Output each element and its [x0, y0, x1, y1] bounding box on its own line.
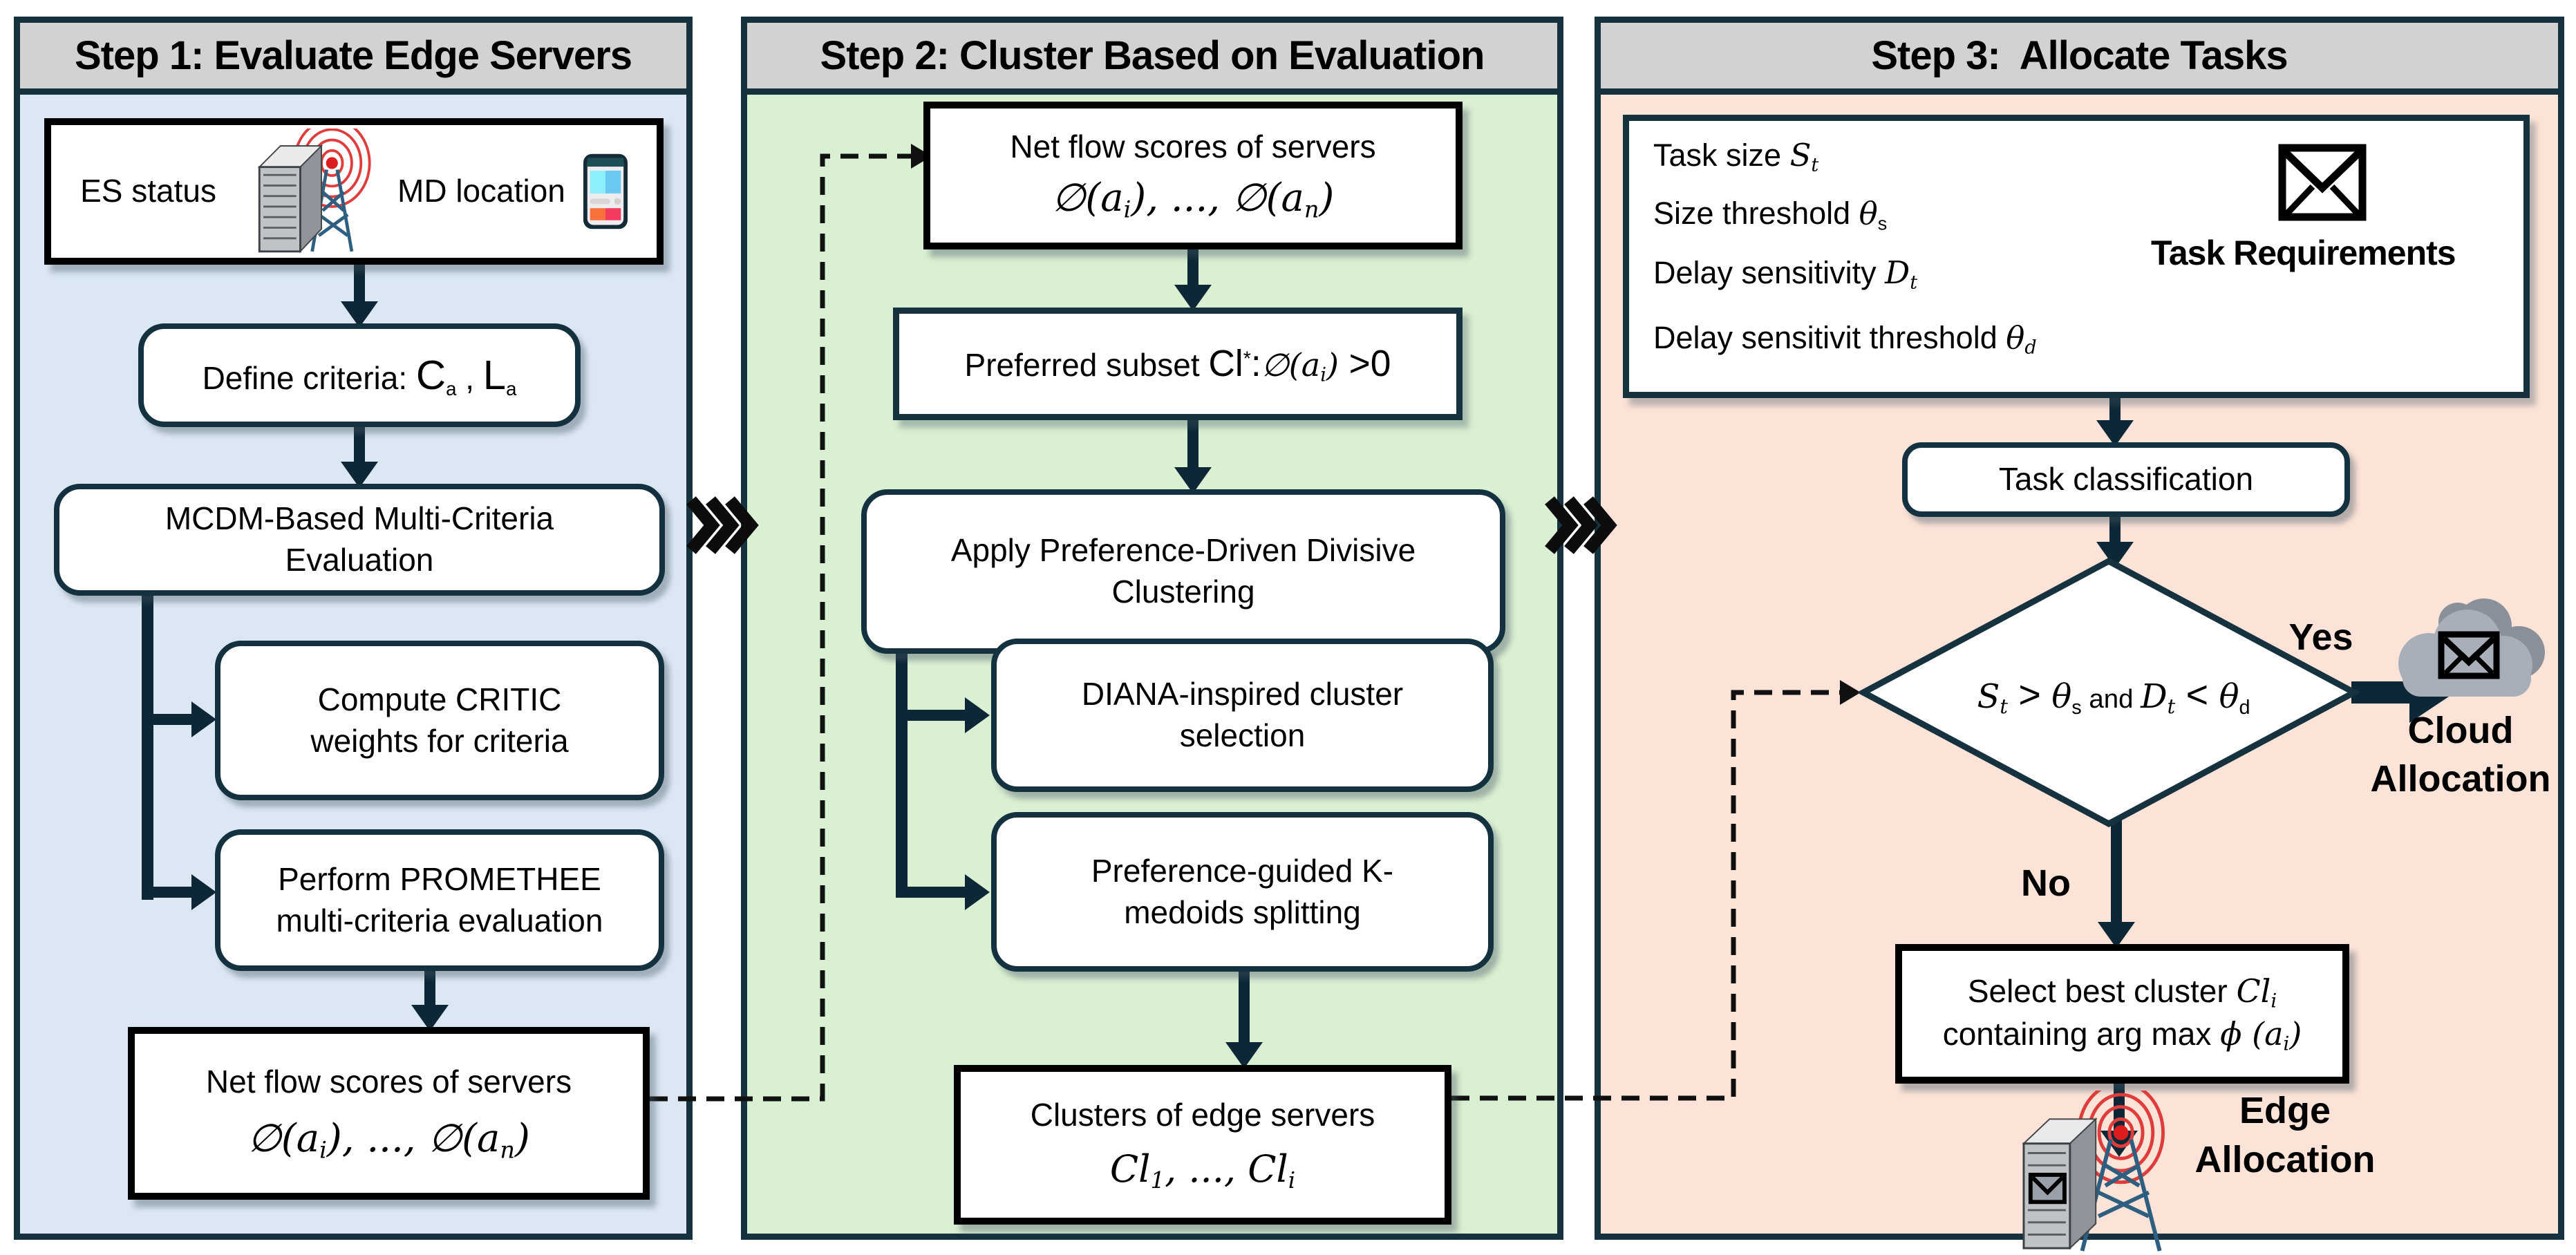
netflow-formula: ∅(ai), ..., ∅(an): [1051, 176, 1335, 223]
mcdm-evaluation-box: MCDM-Based Multi-Criteria Evaluation: [54, 484, 665, 596]
clusters-box: Clusters of edge servers Cl1, ..., Cli: [954, 1065, 1451, 1225]
dashed-connector: [650, 153, 1840, 1102]
task-requirement-line: Delay sensitivity Dt: [1653, 254, 1918, 294]
yes-label: Yes: [2288, 616, 2353, 658]
decision-diamond: [1858, 557, 2360, 828]
es-status-label: ES status: [80, 173, 216, 209]
step2-header: Step 2: Cluster Based on Evaluation: [747, 23, 1557, 95]
preferred-subset-box: Preferred subset Cl*:∅(ai) >0: [893, 308, 1463, 420]
critic-weights-box: Compute CRITIC weights for criteria: [215, 641, 664, 800]
netflow-scores-box-step1: Net flow scores of servers ∅(ai), ..., ∅…: [128, 1027, 650, 1200]
preferred-subset-text: Preferred subset Cl*:∅(ai) >0: [964, 343, 1391, 386]
smartphone-icon: [583, 153, 628, 229]
task-requirements-box: [1623, 115, 2530, 398]
dashed-arrowhead: [911, 144, 1861, 705]
diana-selection-box: DIANA-inspired cluster selection: [991, 639, 1494, 792]
define-criteria-box: Define criteria: Ca , La: [138, 323, 581, 427]
task-requirement-line: Delay sensitivit threshold θd: [1653, 319, 2037, 359]
edge-allocation-icon: [2022, 1091, 2165, 1252]
task-classification-box: Task classification: [1902, 442, 2350, 517]
no-label: No: [2021, 862, 2071, 904]
triple-chevron-icon: [1545, 496, 1617, 554]
task-requirement-line: Size threshold θs: [1653, 195, 1888, 234]
triple-chevron-icon: [686, 496, 759, 554]
netflow-formula: ∅(ai), ..., ∅(an): [247, 1116, 530, 1164]
inputs-box: ES status MD location: [44, 118, 664, 265]
md-location-label: MD location: [397, 173, 565, 209]
decision-condition: St > θs and Dt < θd: [1977, 673, 2250, 719]
kmedoids-splitting-box: Preference-guided K- medoids splitting: [991, 812, 1494, 972]
task-requirement-line: Task size St: [1653, 137, 1819, 176]
task-requirements-label: Task Requirements: [2151, 234, 2456, 272]
envelope-icon: [2278, 144, 2367, 221]
define-criteria-text: Define criteria: Ca , La: [202, 352, 517, 399]
clusters-formula: Cl1, ..., Cli: [1109, 1147, 1296, 1194]
netflow-scores-box-step2: Net flow scores of servers ∅(ai), ..., ∅…: [923, 102, 1463, 249]
flow-arrow: [142, 247, 2455, 1157]
step1-header: Step 1: Evaluate Edge Servers: [20, 23, 686, 95]
promethee-evaluation-box: Perform PROMETHEE multi-criteria evaluat…: [215, 829, 664, 971]
select-cluster-box: Select best cluster Cli containing arg m…: [1895, 944, 2349, 1084]
step3-header: Step 3: Allocate Tasks: [1601, 23, 2558, 95]
server-antenna-icon: [257, 129, 371, 254]
divisive-clustering-box: Apply Preference-Driven Divisive Cluster…: [861, 489, 1505, 654]
edge-allocation-label: Edge Allocation: [2194, 1090, 2376, 1181]
cloud-allocation-label: Cloud Allocation: [2370, 710, 2551, 800]
cloud-allocation-icon: [2398, 598, 2545, 697]
